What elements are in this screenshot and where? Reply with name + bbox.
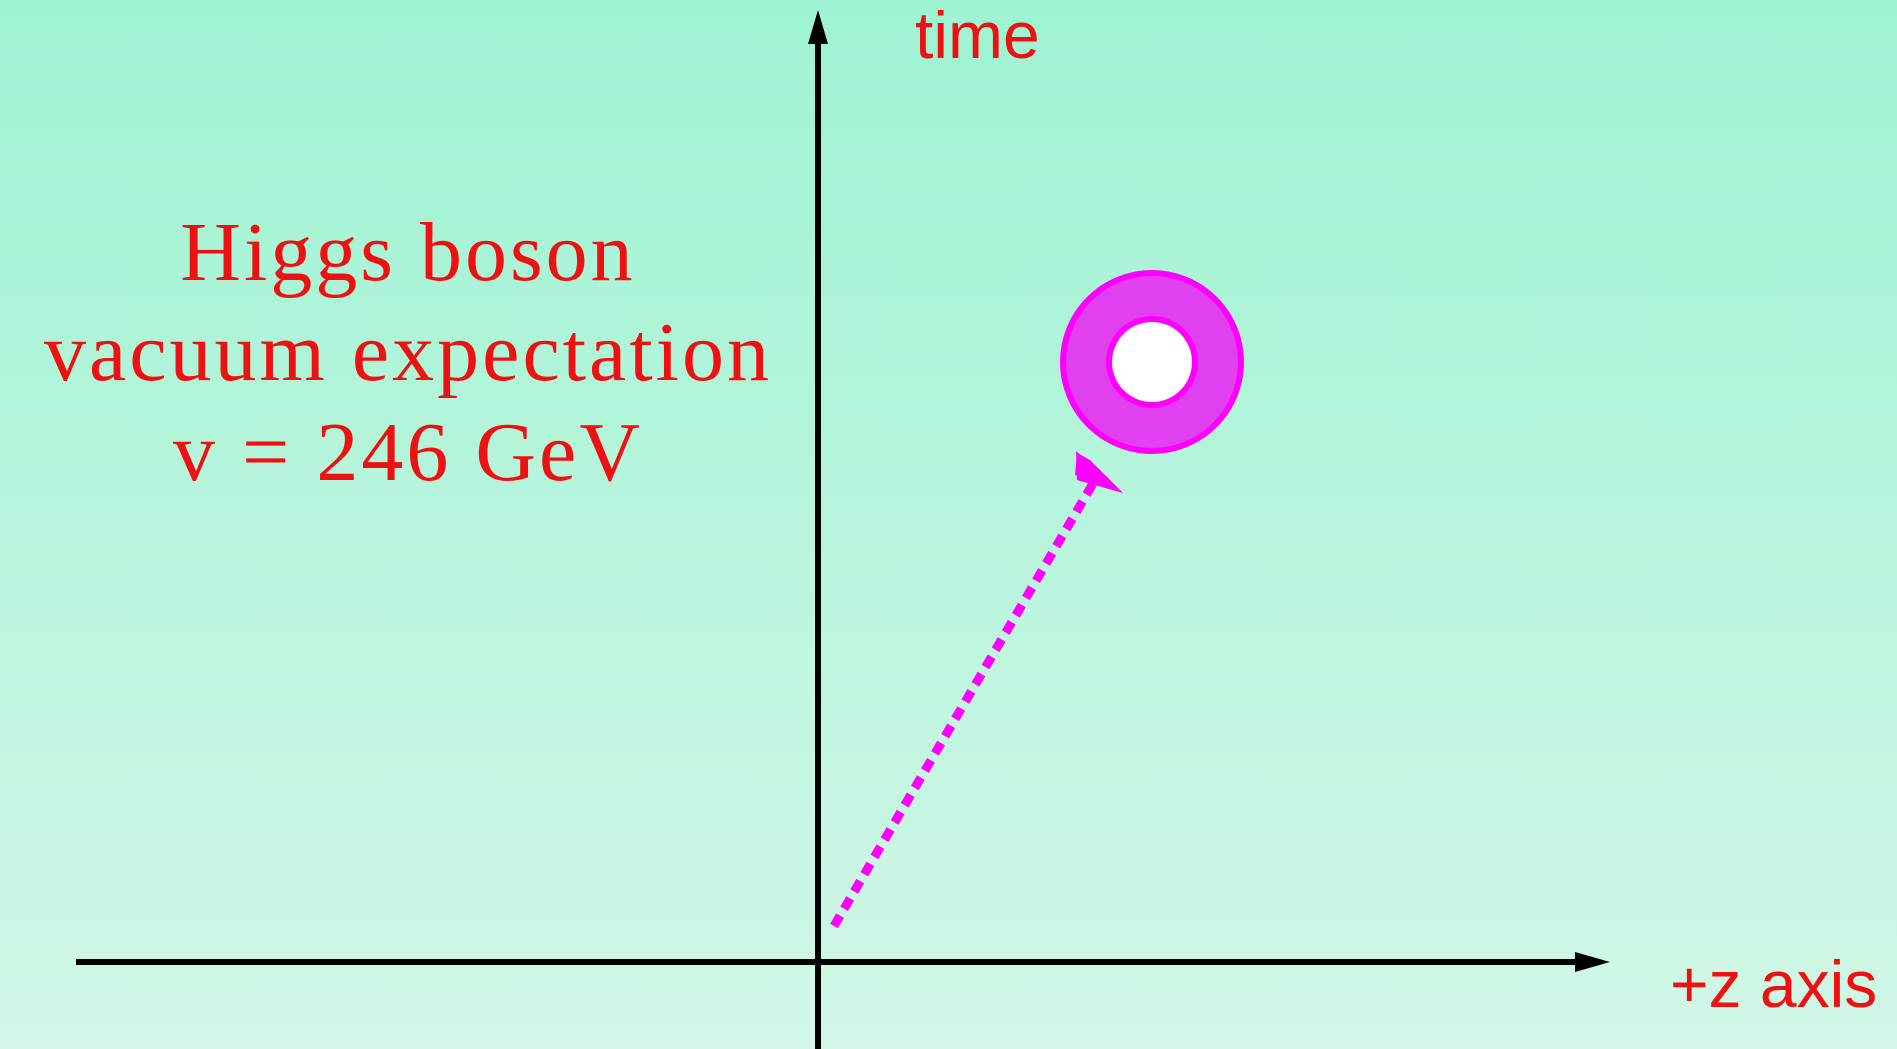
time-axis [808, 10, 828, 1049]
particle-ring [1060, 270, 1244, 454]
z-axis [76, 952, 1610, 972]
annotation-line-3: v = 246 GeV [173, 406, 643, 499]
trajectory-arrow [830, 451, 1123, 929]
annotation-line-2: vacuum expectation [44, 306, 772, 399]
time-axis-label: time [915, 0, 1040, 72]
z-axis-label: +z axis [1670, 947, 1877, 1021]
higgs-annotation: Higgs boson vacuum expectation v = 246 G… [44, 206, 772, 499]
annotation-line-1: Higgs boson [180, 206, 635, 299]
